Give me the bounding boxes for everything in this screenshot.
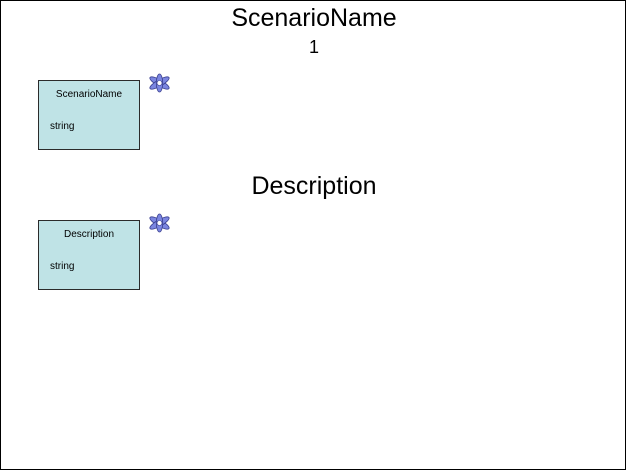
scenarioname-entity-box[interactable]: ScenarioName string (38, 80, 140, 150)
key-icon (149, 213, 170, 233)
entity-type-label: string (50, 121, 75, 132)
description-entity-box[interactable]: Description string (38, 220, 140, 290)
scenarioname-heading: ScenarioName (231, 4, 397, 32)
entity-type-label: string (50, 261, 75, 272)
entity-name-label: ScenarioName (55, 89, 123, 100)
description-heading: Description (251, 172, 377, 200)
entity-name-label: Description (63, 229, 115, 240)
scenario-count-label: 1 (308, 37, 319, 57)
key-icon (149, 73, 170, 93)
